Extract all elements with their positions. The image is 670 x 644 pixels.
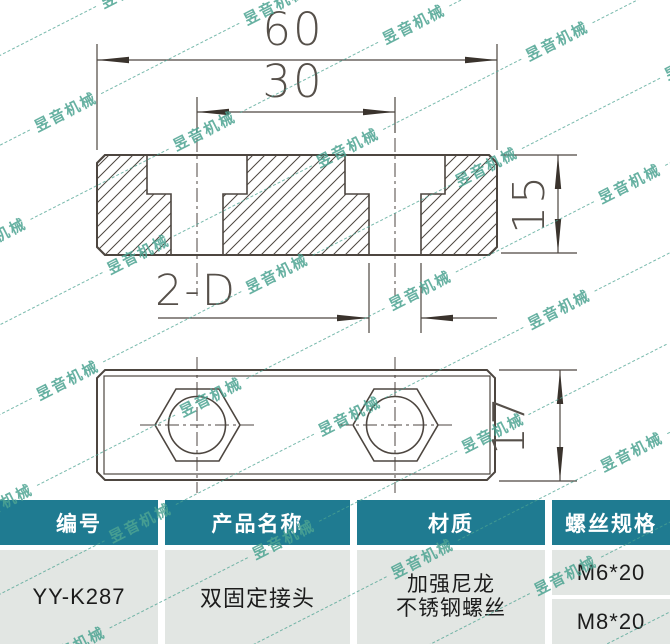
- front-section-view: [96, 138, 498, 296]
- dim-17-label: 17: [484, 395, 535, 455]
- dim-60-label: 60: [262, 3, 323, 56]
- header-material: 材质: [357, 500, 545, 545]
- dimension-30: 30: [196, 55, 396, 133]
- dimension-17: 17: [484, 369, 577, 482]
- bottom-view-centerlines: [140, 357, 452, 493]
- header-name: 产品名称: [165, 500, 350, 545]
- bottom-view: [96, 357, 496, 493]
- cell-product-id: YY-K287: [0, 550, 158, 644]
- screw-spec-cells: M6*20 M8*20: [552, 550, 670, 644]
- column-name: 产品名称 双固定接头: [165, 500, 350, 644]
- technical-drawing: 60 30 15 2-D: [96, 3, 577, 493]
- bottom-view-outline: [96, 369, 496, 481]
- dim-15-label: 15: [504, 174, 555, 234]
- cell-material: 加强尼龙 不锈钢螺丝: [357, 550, 545, 644]
- hole-callout-label: 2-D: [155, 266, 237, 316]
- header-id: 编号: [0, 500, 158, 545]
- column-material: 材质 加强尼龙 不锈钢螺丝: [357, 500, 545, 644]
- material-line-1: 加强尼龙: [407, 572, 495, 596]
- drawing-canvas: 60 30 15 2-D: [96, 3, 577, 493]
- cell-screw-spec-1: M6*20: [552, 550, 670, 595]
- hole-callout-2d: 2-D: [155, 263, 497, 333]
- product-spec-table: 编号 YY-K287 产品名称 双固定接头 材质 加强尼龙 不锈钢螺丝 螺丝规格…: [0, 500, 670, 644]
- column-id: 编号 YY-K287: [0, 500, 158, 644]
- dim-30-label: 30: [262, 55, 323, 108]
- bottom-view-inner-edge: [103, 375, 491, 475]
- cell-screw-spec-2: M8*20: [552, 599, 670, 644]
- dimension-60: 60: [96, 3, 498, 150]
- material-line-2: 不锈钢螺丝: [396, 597, 506, 620]
- dimension-15: 15: [501, 154, 577, 254]
- column-screw-spec: 螺丝规格 M6*20 M8*20: [552, 500, 670, 644]
- header-screw-spec: 螺丝规格: [552, 500, 670, 545]
- cell-product-name: 双固定接头: [165, 550, 350, 644]
